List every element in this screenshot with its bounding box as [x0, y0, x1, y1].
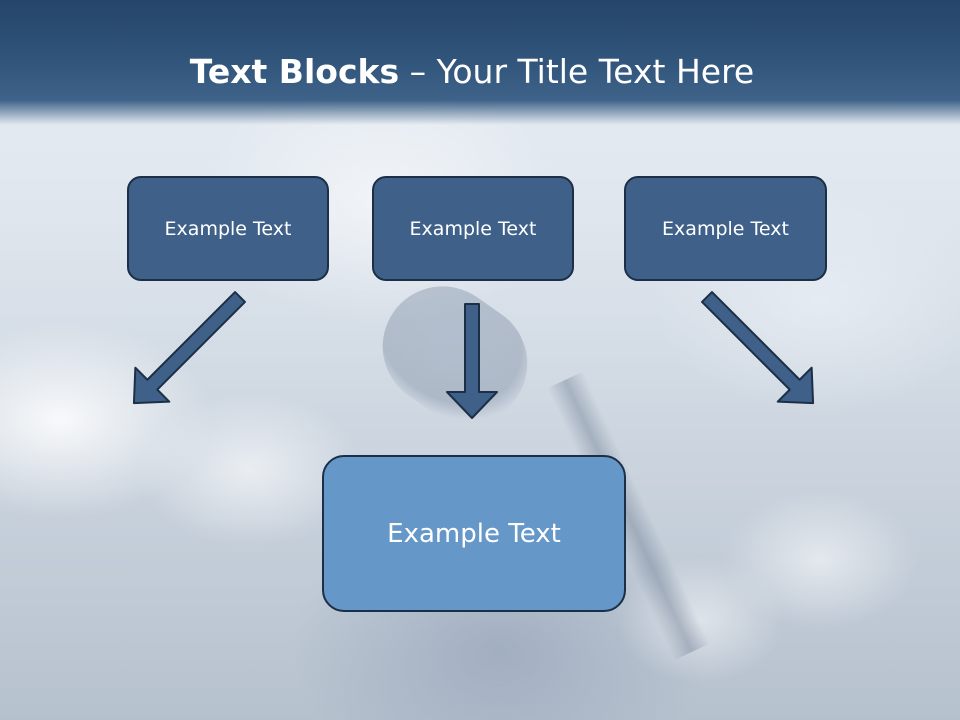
text-block-center[interactable]: Example Text [372, 176, 574, 281]
text-block-main-label: Example Text [387, 518, 561, 549]
title-rest: Your Title Text Here [436, 52, 755, 91]
arrow-down-right-icon [132, 291, 246, 405]
title-bold: Text Blocks [189, 52, 400, 91]
text-block-center-label: Example Text [409, 217, 537, 240]
arrow-down-left-icon [701, 291, 815, 405]
text-block-right[interactable]: Example Text [624, 176, 827, 281]
text-block-left[interactable]: Example Text [127, 176, 329, 281]
title-band [0, 0, 960, 125]
text-block-left-label: Example Text [164, 217, 292, 240]
text-block-right-label: Example Text [662, 217, 789, 240]
text-block-main[interactable]: Example Text [322, 455, 626, 612]
title-separator: – [399, 52, 437, 91]
slide-title: Text Blocks – Your Title Text Here [0, 52, 944, 91]
arrow-down-icon [446, 303, 498, 419]
